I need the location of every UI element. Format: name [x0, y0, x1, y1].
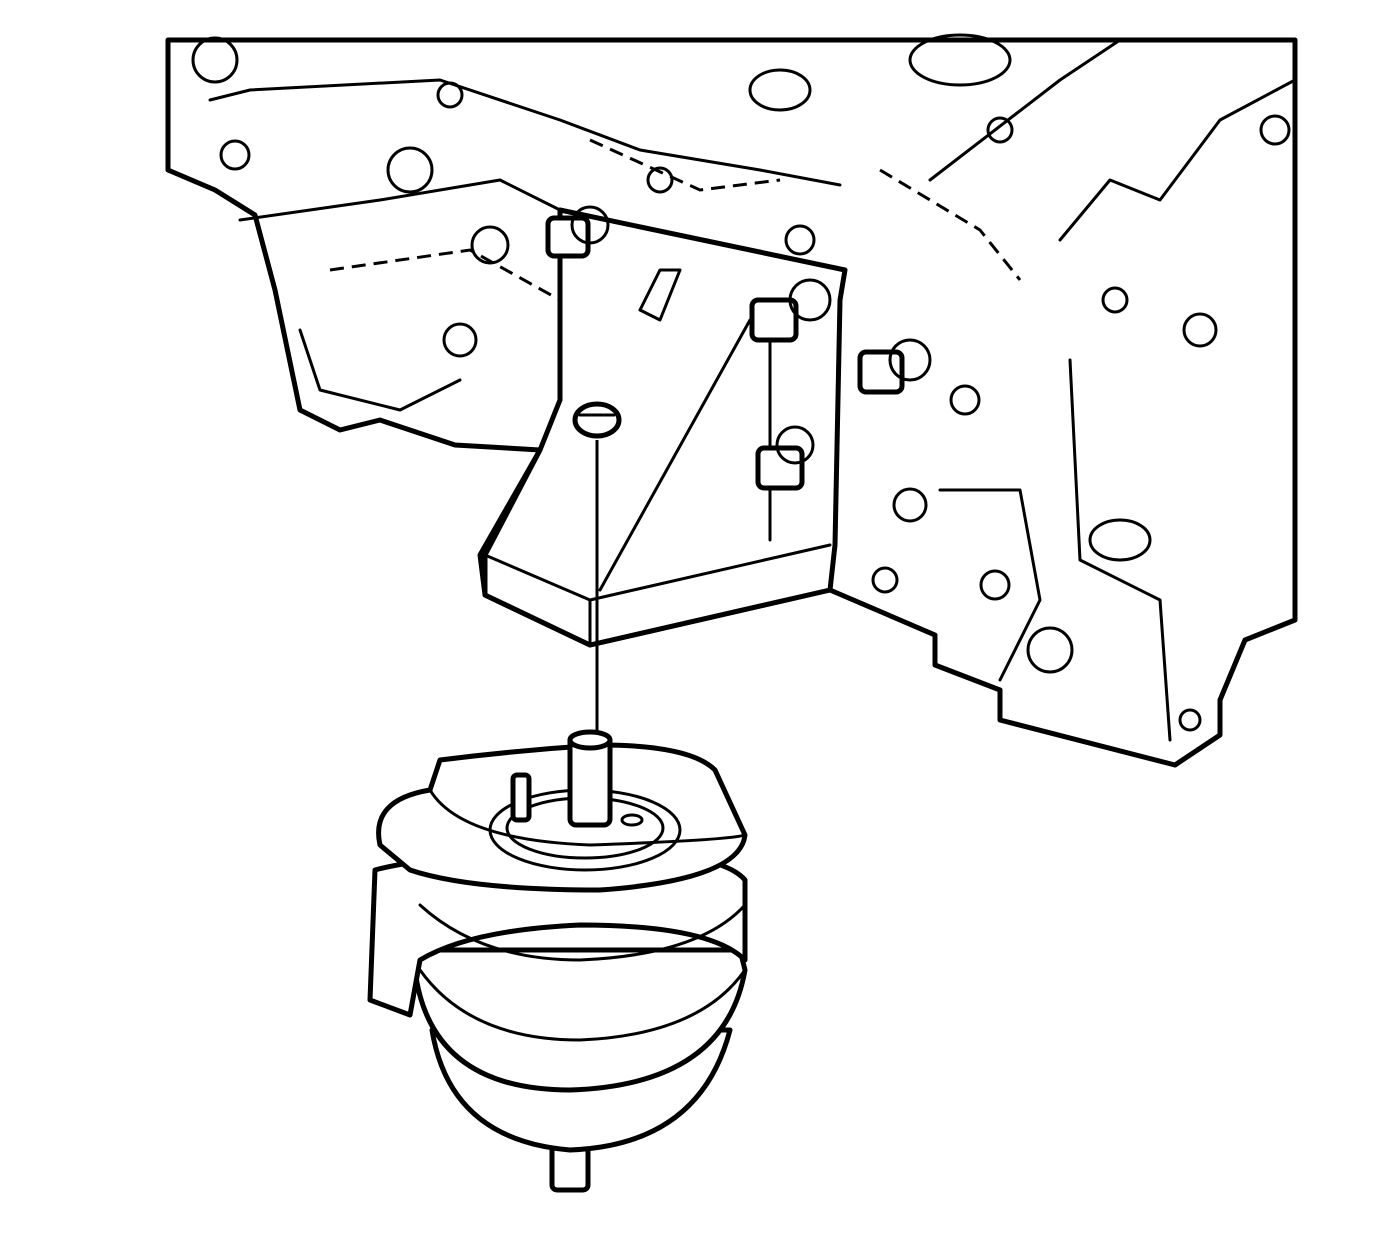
nut-icon — [572, 401, 622, 439]
bolt-icon — [545, 205, 610, 259]
engine-mount — [367, 729, 748, 1193]
bolt-icon — [857, 338, 932, 395]
bolts — [545, 205, 932, 491]
bolt-icon — [755, 425, 815, 491]
bolt-icon — [749, 278, 832, 343]
